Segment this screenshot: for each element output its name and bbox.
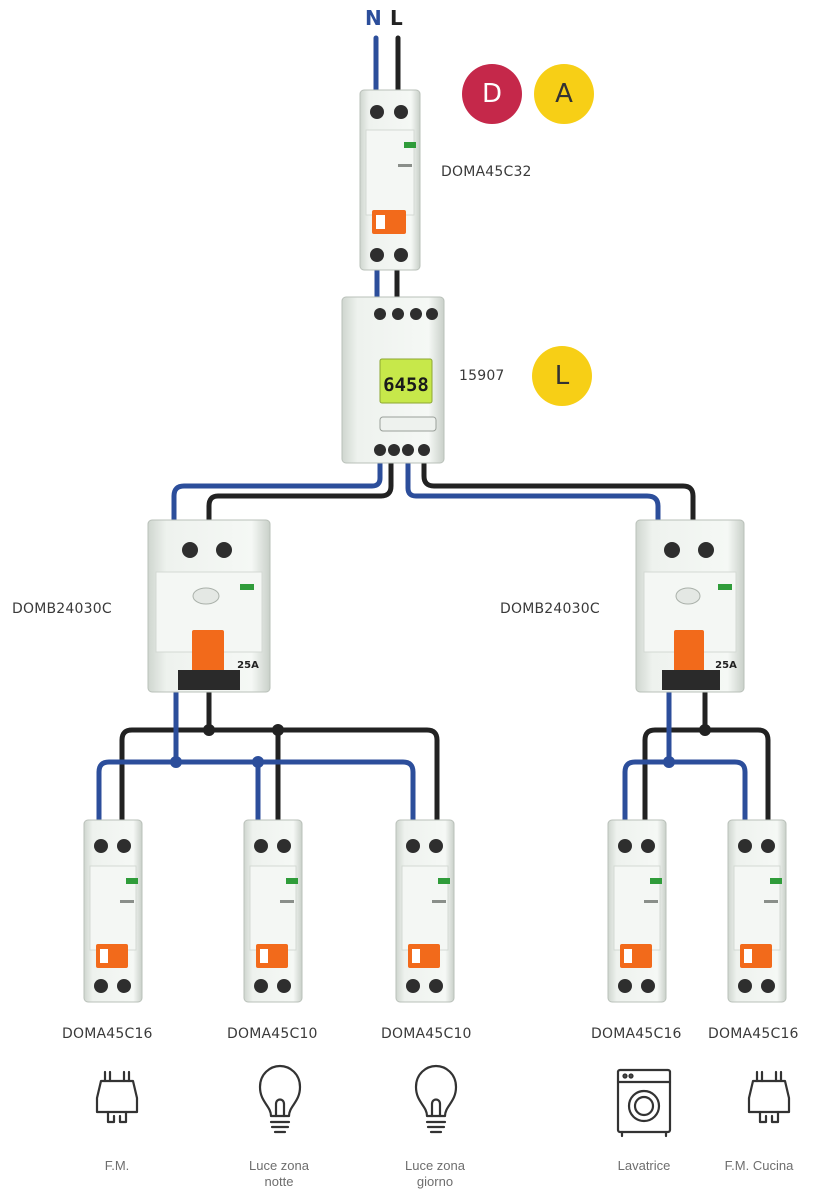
circuit-caption-4: Lavatrice: [584, 1158, 704, 1174]
terminal-screw: [370, 105, 384, 119]
terminal-screw: [394, 248, 408, 262]
junction-dots: [170, 724, 711, 768]
terminal-screw: [761, 839, 775, 853]
terminal-screw: [402, 444, 414, 456]
circuit-breakers: [83, 819, 787, 1003]
caption-line: notte: [264, 1174, 294, 1189]
circuit-caption-3: Luce zona giorno: [375, 1158, 495, 1190]
terminal-screw: [392, 308, 404, 320]
neutral-wire-meter-rcd-right: [405, 455, 661, 538]
rcd-rating: 25A: [237, 660, 259, 671]
neutral-label: N: [365, 6, 382, 30]
junction-dot: [663, 756, 675, 768]
circuit-code-4: DOMA45C16: [591, 1026, 682, 1042]
lcd-reading: 6458: [383, 374, 429, 396]
junction-dot: [272, 724, 284, 736]
circuit-breaker-device: [727, 819, 787, 1003]
circuit-code-2: DOMA45C10: [227, 1026, 318, 1042]
terminal-screw: [738, 979, 752, 993]
terminal-screw: [117, 979, 131, 993]
terminal-screw: [374, 308, 386, 320]
circuit-code-1: DOMA45C16: [62, 1026, 153, 1042]
terminal-screw: [182, 542, 198, 558]
terminal-screw: [410, 308, 422, 320]
circuit-breaker-device: [395, 819, 455, 1003]
terminal-screw: [117, 839, 131, 853]
badge-l: L: [532, 346, 592, 406]
terminal-screw: [370, 248, 384, 262]
circuit-caption-5: F.M. Cucina: [699, 1158, 819, 1174]
washing-machine-icon: [616, 1068, 672, 1138]
rcd-left-code: DOMB24030C: [12, 601, 112, 617]
lcd-display: [379, 358, 433, 404]
circuit-code-5: DOMA45C16: [708, 1026, 799, 1042]
terminal-screw: [429, 839, 443, 853]
terminal-screw: [429, 979, 443, 993]
caption-line: giorno: [416, 1174, 454, 1189]
terminal-screw: [94, 979, 108, 993]
circuit-caption-1: F.M.: [57, 1158, 177, 1174]
neutral-bus-right-horizontal: [622, 759, 748, 825]
terminal-screw: [388, 444, 400, 456]
meter-code: 15907: [459, 368, 505, 384]
line-bus-right-horizontal: [642, 727, 771, 825]
rcd-device-right: 25A: [635, 519, 745, 693]
terminal-screw: [738, 839, 752, 853]
plug-icon: [747, 1070, 791, 1124]
terminal-screw: [641, 979, 655, 993]
terminal-screw: [394, 105, 408, 119]
junction-dot: [699, 724, 711, 736]
rcd-rating: 25A: [715, 660, 737, 671]
terminal-screw: [277, 839, 291, 853]
line-label: L: [390, 6, 403, 30]
terminal-screw: [664, 542, 680, 558]
circuit-breaker-device: [243, 819, 303, 1003]
toggle-handle: [192, 630, 224, 678]
energy-meter-device: 6458: [341, 296, 445, 464]
circuit-caption-2: Luce zona notte: [219, 1158, 339, 1190]
bulb-icon: [414, 1064, 458, 1134]
badge-a: A: [534, 64, 594, 124]
terminal-screw: [618, 979, 632, 993]
circuit-breaker-device: [83, 819, 143, 1003]
neutral-wire-meter-rcd-left: [171, 455, 383, 538]
terminal-screw: [761, 979, 775, 993]
line-wire-meter-rcd-left: [206, 455, 394, 538]
terminal-screw: [94, 839, 108, 853]
caption-line: F.M. Cucina: [724, 1158, 794, 1173]
toggle-handle: [674, 630, 704, 678]
terminal-screw: [216, 542, 232, 558]
rcd-right-code: DOMB24030C: [500, 601, 600, 617]
terminal-screw: [426, 308, 438, 320]
caption-line: Luce zona: [405, 1158, 465, 1173]
caption-line: F.M.: [104, 1158, 130, 1173]
terminal-screw: [641, 839, 655, 853]
rcd-device-left: 25A: [147, 519, 271, 693]
main-breaker-device: [359, 89, 421, 271]
terminal-screw: [406, 839, 420, 853]
load-icons: [95, 1064, 791, 1138]
caption-line: Lavatrice: [617, 1158, 671, 1173]
terminal-screw: [254, 839, 268, 853]
junction-dot: [170, 756, 182, 768]
terminal-screw: [374, 444, 386, 456]
badge-d: D: [462, 64, 522, 124]
line-wire-meter-rcd-right: [421, 455, 696, 538]
terminal-screw: [698, 542, 714, 558]
caption-line: Luce zona: [249, 1158, 309, 1173]
terminal-screw: [254, 979, 268, 993]
terminal-screw: [618, 839, 632, 853]
terminal-screw: [277, 979, 291, 993]
circuit-code-3: DOMA45C10: [381, 1026, 472, 1042]
plug-icon: [95, 1070, 139, 1124]
junction-dot: [252, 756, 264, 768]
main-breaker-code: DOMA45C32: [441, 164, 532, 180]
terminal-screw: [418, 444, 430, 456]
bulb-icon: [258, 1064, 302, 1134]
circuit-breaker-device: [607, 819, 667, 1003]
terminal-screw: [406, 979, 420, 993]
junction-dot: [203, 724, 215, 736]
